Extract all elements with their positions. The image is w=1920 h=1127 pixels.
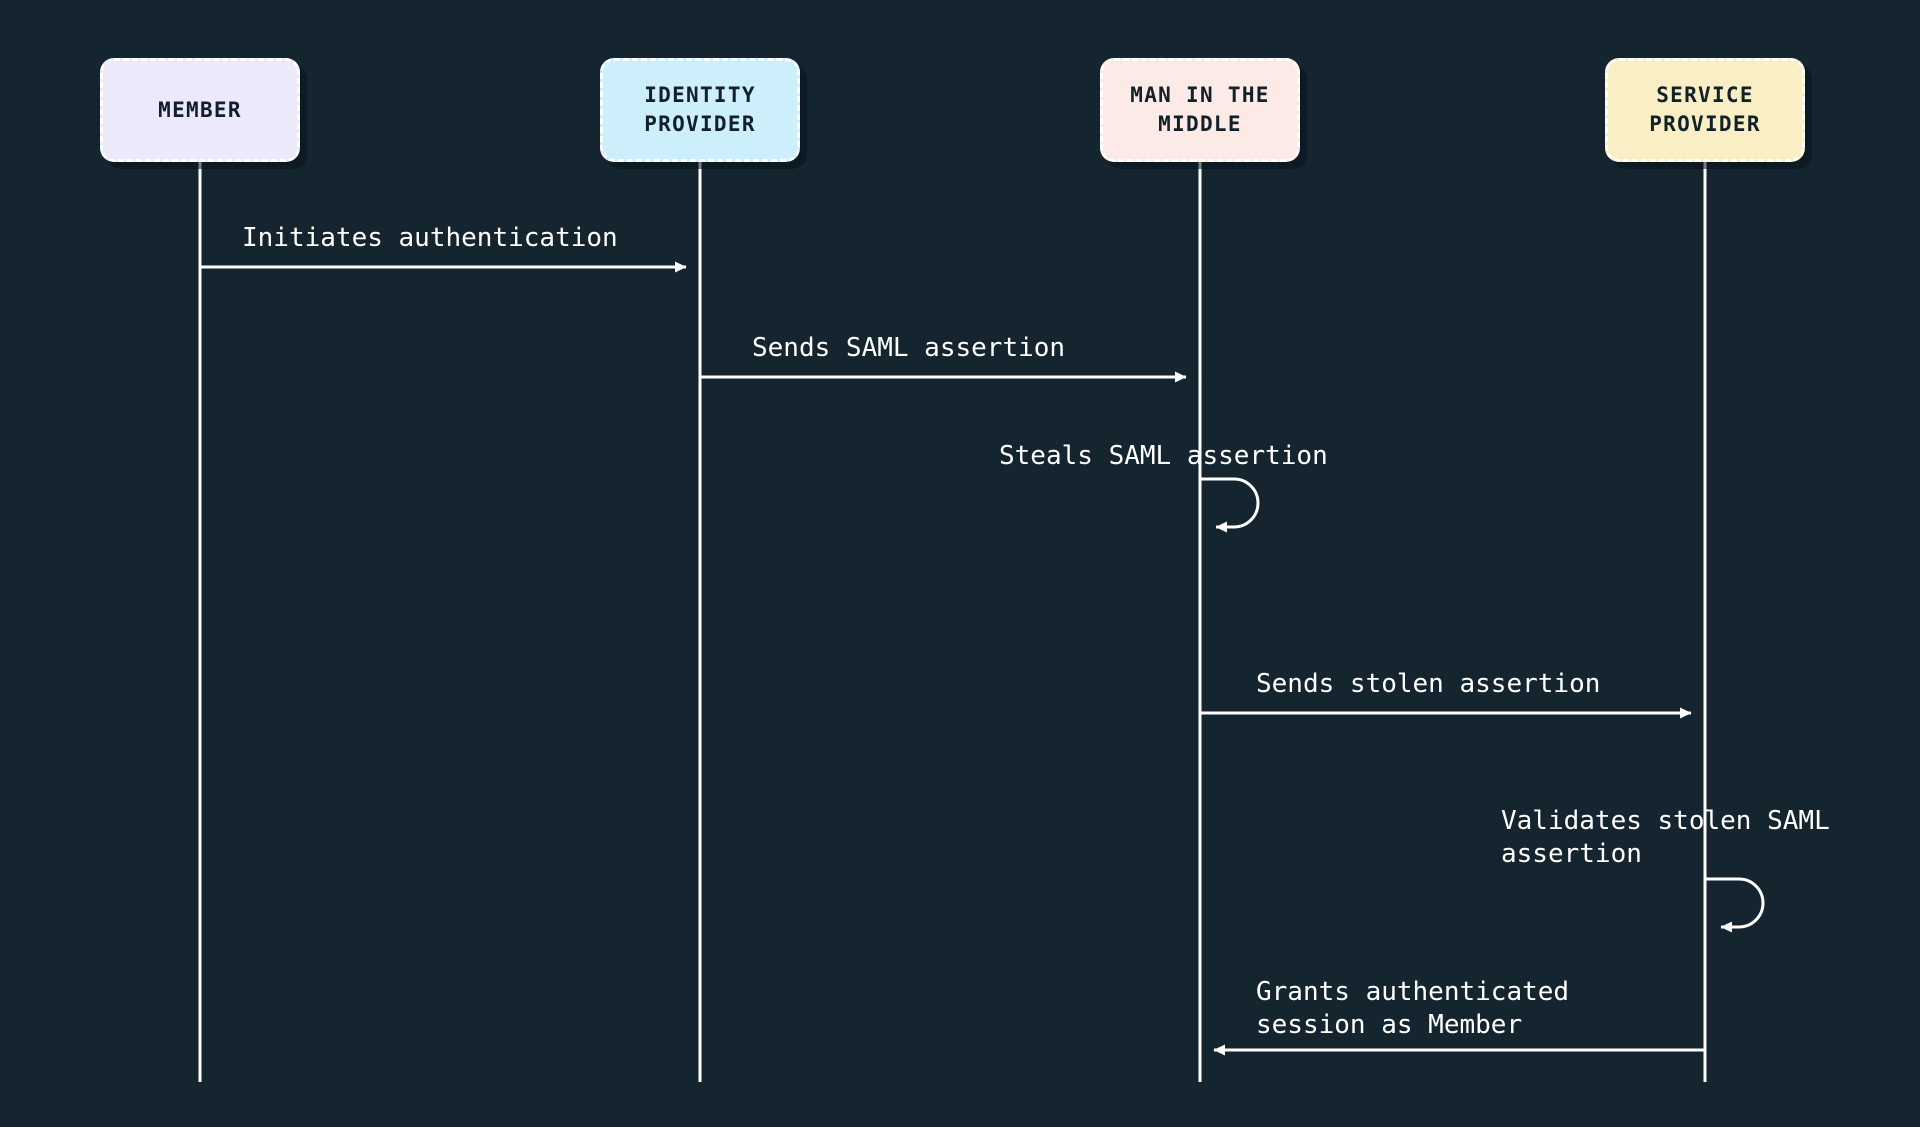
participant-box-man-in-the-middle[interactable]: MAN IN THE MIDDLE (1100, 58, 1300, 162)
participant-label-man-in-the-middle: MAN IN THE MIDDLE (1130, 83, 1270, 136)
participant-box-member[interactable]: MEMBER (100, 58, 300, 162)
participant-label-service-provider: SERVICE PROVIDER (1649, 83, 1761, 136)
message-label-sends-stolen-assertion: Sends stolen assertion (1256, 669, 1601, 699)
message-label-steals-saml-assertion: Steals SAML assertion (999, 441, 1328, 471)
lifelines-group (198, 162, 1707, 1082)
message-label-sends-saml-assertion: Sends SAML assertion (752, 333, 1066, 363)
participant-label-identity-provider: IDENTITY PROVIDER (644, 83, 756, 136)
message-label-initiates-authentication: Initiates authentication (242, 223, 618, 253)
message-label-grants-authenticated-session: Grants authenticated session as Member (1256, 977, 1570, 1040)
message-label-validates-stolen-saml-assertion: Validates stolen SAML assertion (1501, 806, 1830, 869)
self-loop-validates-stolen-saml-assertion (1705, 877, 1765, 933)
participant-label-member: MEMBER (158, 97, 242, 122)
participant-box-service-provider[interactable]: SERVICE PROVIDER (1605, 58, 1805, 162)
self-loop-steals-saml-assertion (1200, 477, 1260, 533)
participant-box-identity-provider[interactable]: IDENTITY PROVIDER (600, 58, 800, 162)
messages-group (200, 261, 1765, 1056)
